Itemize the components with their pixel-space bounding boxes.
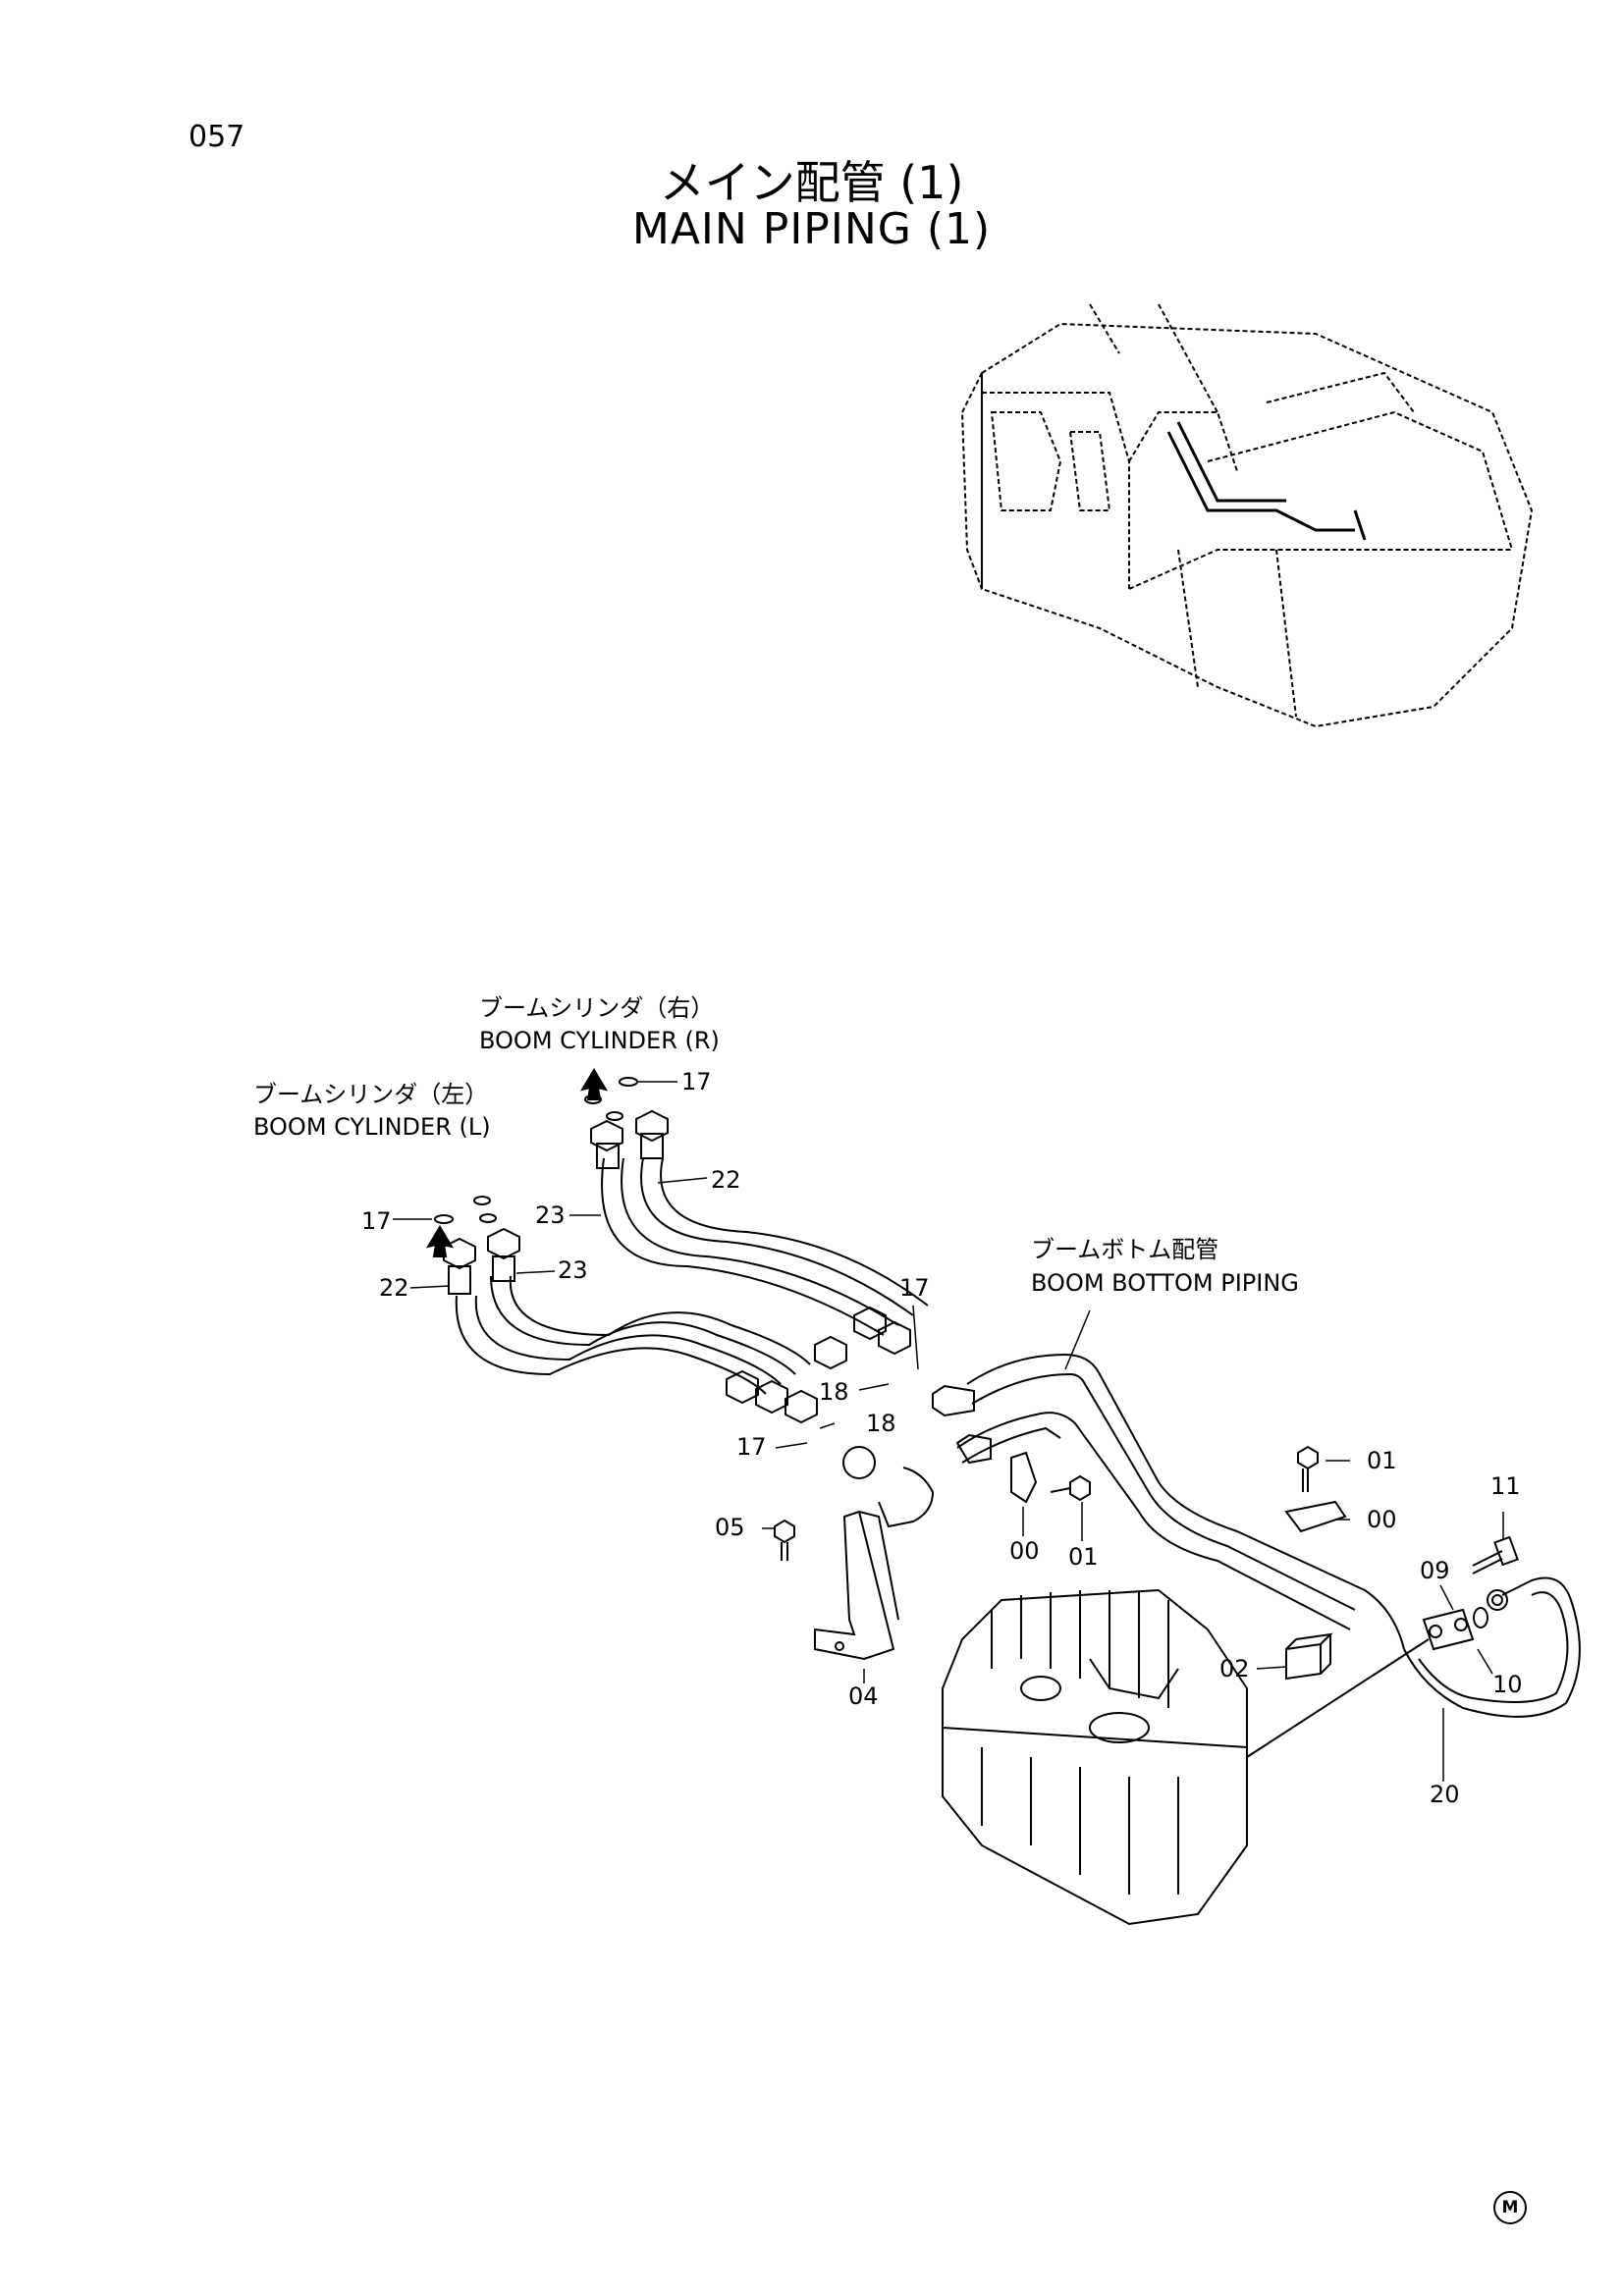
callout-02: 02	[1219, 1655, 1250, 1682]
hose-assembly-right	[590, 1109, 929, 1370]
callout-20: 20	[1430, 1781, 1460, 1808]
callout-05: 05	[715, 1514, 745, 1541]
control-valve-illustration	[942, 1588, 1248, 1926]
callout-17: 17	[736, 1433, 767, 1461]
excavator-piping-highlight	[1166, 421, 1367, 541]
arrow-up-icon	[425, 1225, 455, 1257]
callout-17: 17	[899, 1274, 930, 1302]
o-ring	[473, 1196, 491, 1205]
callout-17: 17	[361, 1207, 392, 1235]
callout-04: 04	[848, 1682, 879, 1710]
o-ring	[584, 1095, 602, 1104]
callout-00: 00	[1009, 1537, 1040, 1565]
page-number: 057	[189, 120, 245, 154]
leader-lines	[393, 1081, 1504, 1782]
pipe-routing-line	[1246, 1638, 1430, 1758]
clamp-00-right	[1284, 1500, 1347, 1533]
boom-bottom-piping	[842, 1353, 1405, 1650]
bolt-05	[774, 1519, 795, 1561]
callout-10: 10	[1492, 1671, 1523, 1698]
callout-23: 23	[558, 1256, 588, 1284]
split-flange-09	[1422, 1608, 1475, 1651]
callout-22: 22	[711, 1166, 741, 1194]
block-02	[1285, 1632, 1333, 1681]
bolt-01-right	[1297, 1445, 1319, 1492]
callout-17: 17	[681, 1068, 712, 1095]
callout-18: 18	[819, 1378, 849, 1406]
o-ring-10	[1473, 1607, 1488, 1629]
bolt-01-mid	[1050, 1474, 1091, 1502]
callout-23: 23	[535, 1201, 566, 1229]
pipe-20	[1403, 1576, 1581, 1718]
excavator-overview-illustration	[960, 303, 1534, 728]
callout-09: 09	[1420, 1557, 1450, 1584]
callout-01: 01	[1367, 1447, 1397, 1474]
boom-bottom-piping-label-jp: ブームボトム配管	[1031, 1236, 1219, 1263]
callout-01: 01	[1068, 1543, 1099, 1571]
o-ring-17	[619, 1077, 638, 1087]
callout-00: 00	[1367, 1506, 1397, 1533]
boom-bottom-piping-label-en: BOOM BOTTOM PIPING	[1031, 1269, 1299, 1297]
bolt-11	[1472, 1535, 1519, 1575]
callout-18: 18	[866, 1410, 896, 1437]
bracket-04	[814, 1510, 899, 1661]
callout-11: 11	[1490, 1472, 1521, 1500]
hose-assembly-left	[443, 1227, 818, 1424]
m-mark-symbol: M	[1493, 2191, 1527, 2224]
boom-cylinder-l-label-en: BOOM CYLINDER (L)	[253, 1113, 491, 1141]
boom-cylinder-r-label-en: BOOM CYLINDER (R)	[479, 1027, 720, 1054]
arrow-up-icon	[579, 1068, 609, 1100]
callout-22: 22	[379, 1274, 409, 1302]
o-ring	[479, 1213, 497, 1223]
title-english: MAIN PIPING (1)	[631, 204, 992, 254]
o-ring	[606, 1111, 623, 1121]
title-japanese: メイン配管 (1)	[659, 156, 964, 209]
boom-cylinder-l-label-jp: ブームシリンダ（左）	[253, 1081, 489, 1108]
boom-cylinder-r-label-jp: ブームシリンダ（右）	[479, 994, 715, 1022]
o-ring-17	[434, 1214, 454, 1224]
clamp-00-mid	[1010, 1451, 1038, 1504]
